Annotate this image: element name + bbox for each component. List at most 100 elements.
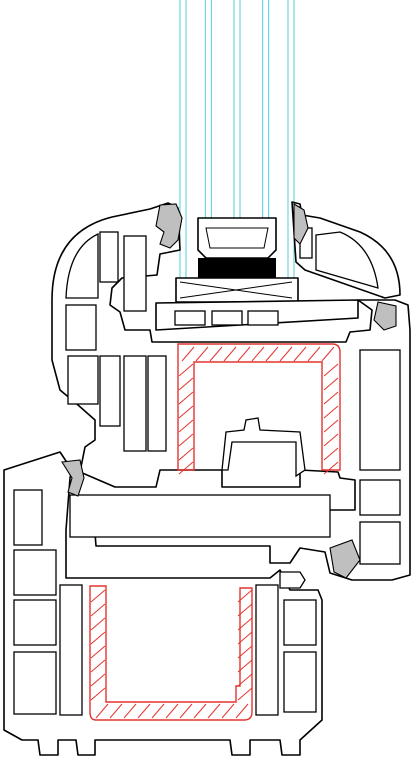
steel-hatch-line [181, 346, 195, 362]
steel-hatch-line [151, 703, 165, 719]
steel-hatch-line [237, 687, 253, 701]
gasket-bead [373, 301, 397, 331]
frame-chamber [13, 549, 57, 596]
steel-hatch-line [178, 447, 194, 461]
steel-hatch-line [90, 603, 106, 617]
frame-chamber [255, 584, 279, 716]
sash-steel-hatching [178, 346, 339, 475]
steel-hatch-line [207, 703, 221, 719]
steel-hatch-line [237, 659, 253, 673]
sash-right-chamber [359, 479, 401, 516]
steel-hatch-line [137, 703, 151, 719]
sash-outer-contour [51, 202, 411, 581]
sash-chamber [67, 355, 99, 405]
steel-hatch-line [90, 645, 106, 659]
frame-chamber [13, 599, 57, 646]
glazing-bead [291, 201, 401, 299]
steel-hatch-line [307, 346, 321, 362]
steel-hatch-line [90, 631, 106, 645]
steel-hatch-line [90, 673, 106, 687]
steel-hatch-line [178, 461, 194, 475]
sash-chamber [147, 355, 167, 452]
frame-chamber [13, 651, 57, 715]
steel-hatch-line [237, 346, 251, 362]
steel-hatch-line [221, 703, 235, 719]
steel-hatch-line [178, 391, 194, 405]
frame-chamber [283, 599, 317, 646]
steel-hatch-line [237, 673, 253, 687]
gasket-glass-outer [293, 203, 309, 245]
frame-profile [3, 451, 323, 756]
sash-center-hook [221, 417, 306, 478]
steel-hatch-line [179, 703, 193, 719]
secondary-seal [198, 258, 276, 278]
steel-hatch-line [323, 461, 339, 475]
gasket-frame-inner [329, 539, 361, 579]
steel-hatch-line [178, 363, 194, 377]
frame-chamber [283, 651, 317, 713]
bridge-chamber [247, 310, 279, 326]
steel-hatch-line [90, 659, 106, 673]
gasket-glass-inner [155, 203, 183, 249]
steel-hatch-line [265, 346, 279, 362]
frame-hook [279, 571, 306, 589]
steel-hatch-line [237, 645, 253, 659]
sash-chamber [99, 355, 121, 427]
rubber-gaskets [61, 203, 397, 579]
steel-hatch-line [178, 433, 194, 447]
spacer-frame [197, 217, 277, 259]
steel-hatch-line [323, 391, 339, 405]
frame-steel-reinforcement [89, 585, 253, 721]
steel-hatch-line [237, 603, 253, 617]
frame-chamber [13, 489, 43, 546]
glazing-bead-chamber [315, 231, 379, 289]
steel-hatch-line [323, 419, 339, 433]
steel-hatch-line [323, 405, 339, 419]
steel-hatch-line [293, 346, 307, 362]
sash-chamber [99, 231, 119, 283]
steel-hatch-line [235, 703, 249, 719]
spacer-inner [205, 227, 269, 249]
setting-block-cross [179, 281, 293, 299]
bridge-chamber [211, 310, 243, 326]
steel-hatch-line [193, 703, 207, 719]
gasket-frame-outer [61, 459, 85, 497]
steel-hatch-line [323, 363, 339, 377]
steel-hatch-line [321, 346, 335, 362]
steel-hatch-line [223, 346, 237, 362]
frame-steel-hatching [90, 589, 253, 719]
steel-hatch-line [178, 419, 194, 433]
steel-hatch-line [237, 589, 253, 603]
steel-hatch-line [279, 346, 293, 362]
steel-hatch-line [237, 631, 253, 645]
sash-steel-reinforcement [177, 343, 341, 475]
sash-right-chamber [359, 521, 401, 565]
glass-spacer [155, 217, 359, 331]
bridge-chamber [174, 310, 206, 326]
steel-hatch-line [237, 617, 253, 631]
steel-hatch-line [323, 377, 339, 391]
sash-chamber [123, 355, 147, 452]
steel-hatch-line [209, 346, 223, 362]
sash-chamber [65, 232, 99, 299]
steel-hatch-line [323, 447, 339, 461]
steel-hatch-line [251, 346, 265, 362]
steel-hatch-line [109, 703, 123, 719]
steel-hatch-line [165, 703, 179, 719]
sash-chamber [123, 235, 147, 312]
steel-hatch-line [323, 433, 339, 447]
steel-hatch-line [90, 617, 106, 631]
sash-right-chamber [359, 349, 401, 471]
sash-lower-chamber [69, 494, 331, 538]
frame-outer-contour [3, 451, 323, 756]
steel-hatch-line [178, 377, 194, 391]
sash-chamber [65, 304, 97, 351]
sash-profile [51, 202, 411, 581]
steel-hatch-line [123, 703, 137, 719]
frame-chamber [59, 584, 83, 716]
steel-hatch-line [90, 589, 106, 603]
steel-hatch-line [95, 703, 109, 719]
steel-hatch-line [195, 346, 209, 362]
